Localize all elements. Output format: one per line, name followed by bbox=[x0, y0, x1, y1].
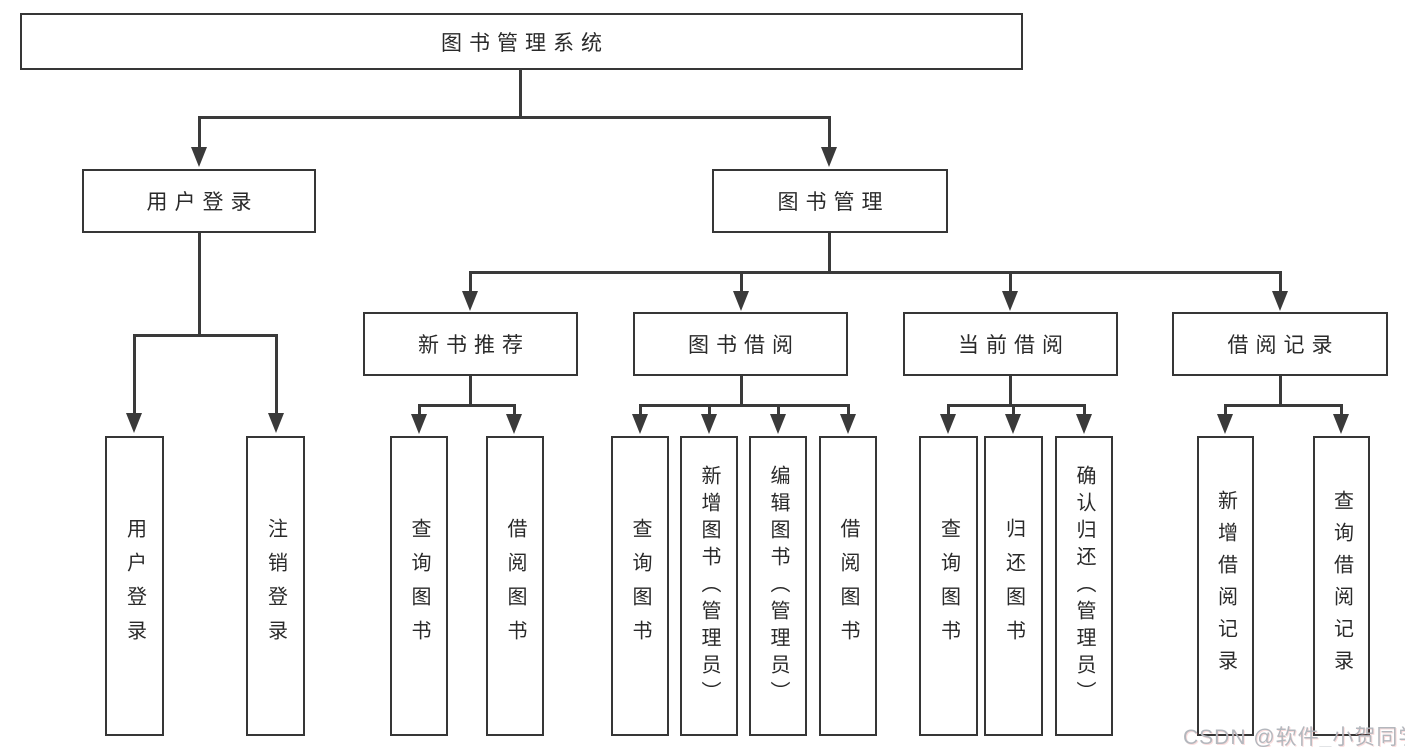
node-borrow-records: 借阅记录 bbox=[1172, 312, 1388, 376]
leaf-query-books: 查询图书 bbox=[390, 436, 448, 736]
connector-line bbox=[947, 404, 950, 416]
connector-line bbox=[1009, 271, 1012, 293]
leaf-add-books-admin: 新增图书（管理员） bbox=[680, 436, 738, 736]
connector-line bbox=[639, 404, 850, 407]
leaf-borrow-books: 借阅图书 bbox=[819, 436, 877, 736]
arrow-down-icon bbox=[126, 413, 142, 433]
connector-line bbox=[740, 376, 743, 406]
arrow-down-icon bbox=[821, 147, 837, 167]
node-user-login: 用户登录 bbox=[82, 169, 316, 233]
connector-line bbox=[1083, 404, 1086, 416]
arrow-down-icon bbox=[506, 414, 522, 434]
connector-line bbox=[519, 69, 522, 118]
connector-line bbox=[275, 334, 278, 415]
connector-line bbox=[1340, 404, 1343, 416]
connector-line bbox=[847, 404, 850, 416]
arrow-down-icon bbox=[1333, 414, 1349, 434]
leaf-query-borrow-record: 查询借阅记录 bbox=[1313, 436, 1370, 736]
arrow-down-icon bbox=[411, 414, 427, 434]
leaf-query-books: 查询图书 bbox=[919, 436, 978, 736]
connector-line bbox=[133, 334, 278, 337]
leaf-query-books: 查询图书 bbox=[611, 436, 669, 736]
watermark: CSDN @软件_小贺同学 bbox=[1183, 726, 1405, 747]
connector-line bbox=[1012, 404, 1015, 416]
connector-line bbox=[418, 404, 421, 416]
arrow-down-icon bbox=[1002, 291, 1018, 311]
connector-line bbox=[198, 116, 831, 119]
node-current-borrow: 当前借阅 bbox=[903, 312, 1118, 376]
leaf-logout: 注销登录 bbox=[246, 436, 305, 736]
arrow-down-icon bbox=[1217, 414, 1233, 434]
connector-line bbox=[1224, 404, 1343, 407]
leaf-edit-books-admin: 编辑图书（管理员） bbox=[749, 436, 807, 736]
connector-line bbox=[947, 404, 1086, 407]
leaf-add-borrow-record: 新增借阅记录 bbox=[1197, 436, 1254, 736]
leaf-return-books: 归还图书 bbox=[984, 436, 1043, 736]
arrow-down-icon bbox=[191, 147, 207, 167]
arrow-down-icon bbox=[770, 414, 786, 434]
connector-line bbox=[469, 271, 472, 293]
connector-line bbox=[133, 334, 136, 415]
connector-line bbox=[198, 116, 201, 149]
connector-line bbox=[1279, 271, 1282, 293]
arrow-down-icon bbox=[940, 414, 956, 434]
connector-line bbox=[513, 404, 516, 416]
connector-line bbox=[828, 116, 831, 149]
arrow-down-icon bbox=[632, 414, 648, 434]
arrow-down-icon bbox=[840, 414, 856, 434]
connector-line bbox=[740, 271, 743, 293]
leaf-confirm-return-admin: 确认归还（管理员） bbox=[1055, 436, 1113, 736]
leaf-borrow-books: 借阅图书 bbox=[486, 436, 544, 736]
arrow-down-icon bbox=[701, 414, 717, 434]
arrow-down-icon bbox=[1005, 414, 1021, 434]
connector-line bbox=[418, 404, 516, 407]
connector-line bbox=[828, 233, 831, 273]
connector-line bbox=[777, 404, 780, 416]
connector-line bbox=[198, 233, 201, 336]
connector-line bbox=[639, 404, 642, 416]
arrow-down-icon bbox=[462, 291, 478, 311]
connector-line bbox=[708, 404, 711, 416]
node-book-borrow: 图书借阅 bbox=[633, 312, 848, 376]
connector-line bbox=[1009, 376, 1012, 406]
arrow-down-icon bbox=[733, 291, 749, 311]
arrow-down-icon bbox=[1076, 414, 1092, 434]
connector-line bbox=[1279, 376, 1282, 406]
leaf-user-login: 用户登录 bbox=[105, 436, 164, 736]
node-new-book-recommend: 新书推荐 bbox=[363, 312, 578, 376]
node-root: 图书管理系统 bbox=[20, 13, 1023, 70]
connector-line bbox=[469, 376, 472, 406]
node-book-management: 图书管理 bbox=[712, 169, 948, 233]
connector-line bbox=[469, 271, 1282, 274]
arrow-down-icon bbox=[1272, 291, 1288, 311]
connector-line bbox=[1224, 404, 1227, 416]
arrow-down-icon bbox=[268, 413, 284, 433]
